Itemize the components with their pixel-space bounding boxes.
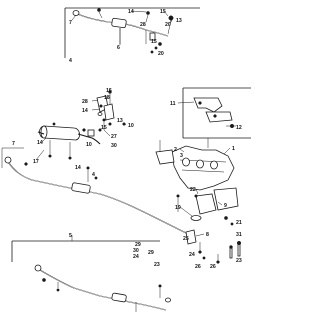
callout-labels: 7 14 15 20 13 6 4 28 15 20 16 18 28 14 1… — [12, 9, 242, 270]
callout-24: 24 — [189, 252, 195, 258]
callout-28: 28 — [140, 22, 146, 28]
callout-10: 10 — [128, 123, 134, 129]
exploded-view: 7 14 15 20 13 6 4 28 15 20 16 18 28 14 1… — [1, 7, 251, 312]
callout-15: 15 — [160, 9, 166, 15]
callout-3: 3 — [180, 153, 183, 159]
callout-25: 25 — [183, 236, 189, 242]
callout-4: 4 — [69, 58, 72, 64]
callout-14-mid: 14 — [82, 108, 88, 114]
callout-23-bot: 23 — [154, 262, 160, 268]
callout-6: 6 — [117, 45, 120, 51]
callout-13-mid: 13 — [117, 118, 123, 124]
callout-24-bot: 24 — [133, 254, 139, 260]
callout-11: 11 — [170, 101, 176, 107]
callout-28-mid: 28 — [82, 99, 88, 105]
callout-21: 21 — [236, 220, 242, 226]
callout-30-bot: 30 — [133, 248, 139, 254]
callout-9: 9 — [224, 203, 227, 209]
callout-10b: 10 — [86, 142, 92, 148]
callout-7-left: 7 — [12, 141, 15, 147]
callout-30: 30 — [111, 143, 117, 149]
callout-22: 22 — [190, 187, 196, 193]
hanger-bracket-group — [96, 90, 126, 132]
callout-8: 8 — [206, 232, 209, 238]
callout-4-left: 4 — [92, 172, 95, 178]
callout-27: 27 — [111, 134, 117, 140]
callout-17: 17 — [33, 159, 39, 165]
callout-15b: 15 — [151, 39, 157, 45]
callout-16: 16 — [106, 88, 112, 94]
muffler-assembly — [37, 122, 101, 160]
callout-26: 26 — [195, 264, 201, 270]
callout-20: 20 — [165, 22, 171, 28]
callout-19: 19 — [175, 205, 181, 211]
top-pipe-assembly — [64, 7, 200, 58]
inset-bracket-box — [182, 87, 251, 139]
callout-20b: 20 — [158, 51, 164, 57]
callout-2: 2 — [174, 147, 177, 153]
callout-1: 1 — [232, 146, 235, 152]
bottom-pipe-assembly — [11, 240, 171, 312]
callout-18: 18 — [104, 95, 110, 101]
callout-12: 12 — [236, 125, 242, 131]
callout-23: 23 — [236, 258, 242, 264]
exhaust-manifold — [155, 138, 242, 264]
callout-31: 31 — [236, 232, 242, 238]
callout-5: 5 — [69, 233, 72, 239]
leader-lines — [35, 10, 231, 241]
callout-29: 29 — [135, 242, 141, 248]
callout-29b: 29 — [148, 250, 154, 256]
callout-14-left-b: 14 — [75, 165, 81, 171]
main-exhaust-pipe — [1, 147, 193, 237]
callout-14-left: 14 — [37, 140, 43, 146]
callout-15-mid: 15 — [101, 125, 107, 131]
callout-7: 7 — [69, 20, 72, 26]
callout-13: 13 — [176, 18, 182, 24]
exhaust-parts-diagram: { "diagram": { "callouts": [ {"id": "c-t… — [1, 7, 251, 312]
callout-26b: 26 — [210, 264, 216, 270]
callout-14: 14 — [128, 9, 134, 15]
